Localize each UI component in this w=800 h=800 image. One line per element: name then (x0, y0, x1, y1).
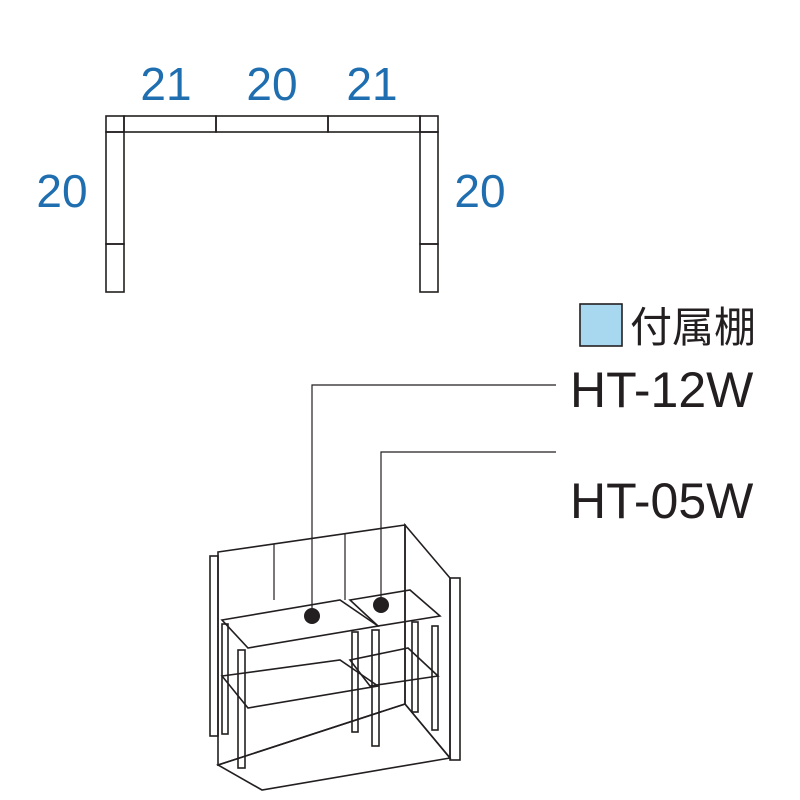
plan-shelf-top-left (123, 115, 217, 133)
plan-empty-left (105, 243, 125, 293)
right-wall-post (449, 577, 461, 761)
legend-swatch (579, 303, 623, 347)
callout-label-upper: HT-12W (570, 362, 754, 418)
plan-shelf-top-right (327, 115, 421, 133)
top-dim-center: 20 (246, 58, 297, 110)
callout-dot-lower (373, 597, 389, 613)
left-dim: 20 (36, 165, 87, 217)
plan-view: 21 20 21 20 20 (36, 58, 506, 293)
left-wall-post (209, 555, 219, 737)
shelf-ht05w-lower (348, 647, 440, 687)
plan-corner-right (419, 115, 439, 133)
top-dim-left: 21 (140, 58, 191, 110)
floor (216, 703, 452, 791)
leg-front-left (237, 649, 246, 769)
right-dim: 20 (454, 165, 505, 217)
legend: 付属棚 (579, 303, 756, 352)
plan-empty-right (419, 243, 439, 293)
leader-line-lower (380, 451, 556, 603)
shelf-ht05w-top (348, 589, 442, 627)
isometric-view (209, 522, 461, 791)
leg-front-right (431, 625, 439, 731)
plan-shelf-top-center (215, 115, 329, 133)
leg-front-mid (371, 629, 380, 747)
leader-line-upper (311, 384, 556, 612)
plan-corner-left (105, 115, 125, 133)
leg-back-right (411, 621, 419, 713)
callout-label-lower: HT-05W (570, 473, 754, 529)
callouts: HT-12W HT-05W (311, 362, 754, 612)
top-dim-right: 21 (346, 58, 397, 110)
callout-dot-upper (304, 608, 320, 624)
plan-shelf-left-side (105, 131, 125, 245)
shelf-ht12w-lower (220, 659, 381, 709)
legend-label: 付属棚 (630, 303, 756, 352)
leg-back-mid (351, 631, 359, 733)
shelf-ht12w-top (220, 599, 381, 649)
plan-shelf-right-side (419, 131, 439, 245)
